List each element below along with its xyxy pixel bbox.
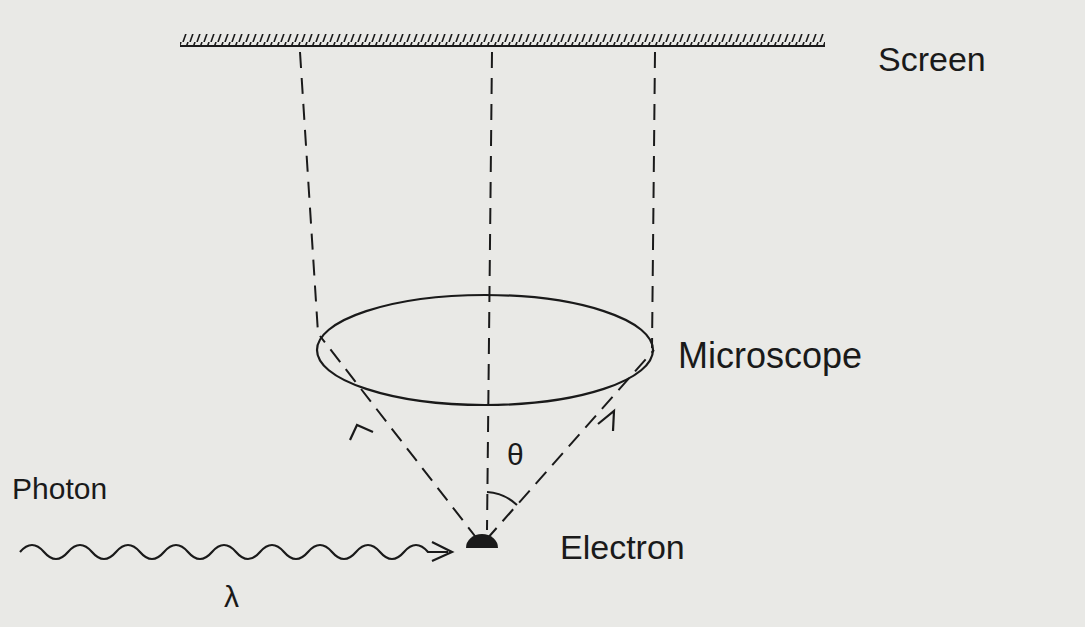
scattered-ray-right xyxy=(486,350,654,540)
ray-center xyxy=(487,52,492,530)
ray-right xyxy=(652,52,655,348)
wavelength-label: λ xyxy=(224,582,239,612)
screen-line xyxy=(180,45,825,47)
angle-arc xyxy=(487,492,517,505)
ray-arrowhead xyxy=(598,411,614,431)
photon-arrowhead xyxy=(432,542,452,561)
angle-label: θ xyxy=(507,440,524,470)
screen-label: Screen xyxy=(878,42,986,76)
microscope-lens xyxy=(317,295,653,405)
scattered-ray-left xyxy=(320,336,478,540)
photon-label: Photon xyxy=(12,474,107,504)
photon-wave xyxy=(20,545,448,559)
ray-left xyxy=(300,52,318,333)
electron-dot xyxy=(466,534,498,548)
ray-arrowhead xyxy=(350,425,373,440)
electron-label: Electron xyxy=(560,530,685,564)
screen-hatching xyxy=(180,34,825,45)
microscope-label: Microscope xyxy=(678,338,862,374)
